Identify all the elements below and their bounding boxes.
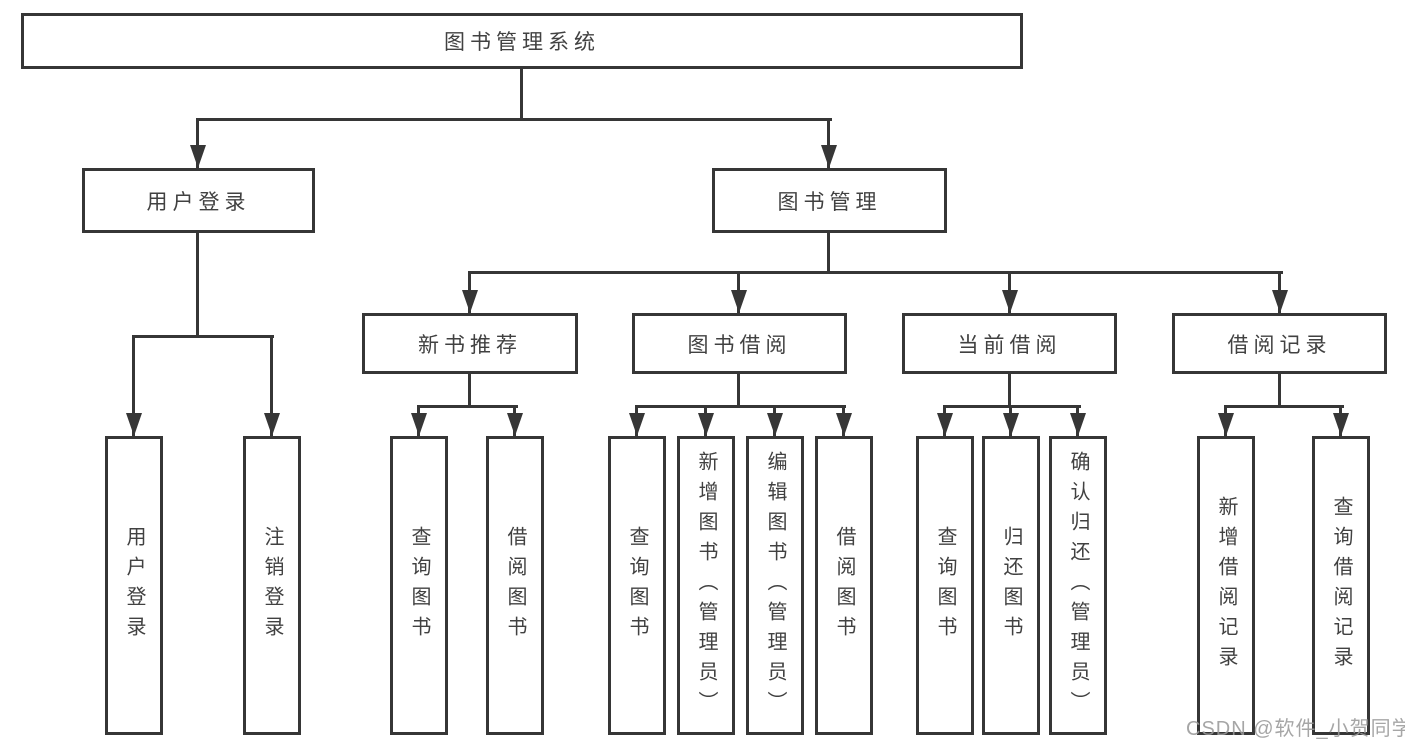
- connector-line: [943, 405, 1081, 408]
- arrow-down-icon: [264, 413, 280, 436]
- arrow-down-icon: [1333, 413, 1349, 436]
- connector-line: [196, 118, 832, 121]
- leaf-add-book-admin: 新增图书（管理员）: [677, 436, 735, 735]
- connector-line: [827, 233, 830, 274]
- arrow-down-icon: [126, 413, 142, 436]
- arrow-down-icon: [731, 290, 747, 313]
- arrow-down-icon: [1003, 413, 1019, 436]
- leaf-confirm-return-admin: 确认归还（管理员）: [1049, 436, 1107, 735]
- leaf-edit-book-admin: 编辑图书（管理员）: [746, 436, 804, 735]
- arrow-down-icon: [1272, 290, 1288, 313]
- connector-line: [1278, 374, 1281, 408]
- connector-line: [196, 118, 199, 168]
- arrow-down-icon: [462, 290, 478, 313]
- arrow-down-icon: [937, 413, 953, 436]
- node-user-login: 用户登录: [82, 168, 315, 233]
- leaf-user-login: 用户登录: [105, 436, 163, 735]
- node-book-borrow: 图书借阅: [632, 313, 847, 374]
- connector-line: [1224, 405, 1344, 408]
- arrow-down-icon: [1002, 290, 1018, 313]
- arrow-down-icon: [1218, 413, 1234, 436]
- leaf-add-borrow-record: 新增借阅记录: [1197, 436, 1255, 735]
- node-borrow-records: 借阅记录: [1172, 313, 1387, 374]
- node-book-mgmt: 图书管理: [712, 168, 947, 233]
- arrow-down-icon: [190, 145, 206, 168]
- node-root: 图书管理系统: [21, 13, 1023, 69]
- connector-line: [737, 374, 740, 408]
- arrow-down-icon: [767, 413, 783, 436]
- leaf-return-books: 归还图书: [982, 436, 1040, 735]
- connector-line: [468, 271, 1283, 274]
- connector-line: [520, 69, 523, 120]
- connector-line: [132, 335, 274, 338]
- leaf-query-borrow-record: 查询借阅记录: [1312, 436, 1370, 735]
- arrow-down-icon: [836, 413, 852, 436]
- connector-line: [827, 118, 830, 168]
- arrow-down-icon: [507, 413, 523, 436]
- connector-line: [196, 233, 199, 338]
- arrow-down-icon: [411, 413, 427, 436]
- node-current-borrow: 当前借阅: [902, 313, 1117, 374]
- leaf-borrow-books-recommend: 借阅图书: [486, 436, 544, 735]
- leaf-logout: 注销登录: [243, 436, 301, 735]
- arrow-down-icon: [698, 413, 714, 436]
- connector-line: [417, 405, 518, 408]
- leaf-borrow-books: 借阅图书: [815, 436, 873, 735]
- watermark: CSDN @软件_小贺同学: [1186, 718, 1405, 740]
- leaf-query-books-current: 查询图书: [916, 436, 974, 735]
- connector-line: [132, 335, 135, 436]
- connector-line: [1008, 374, 1011, 408]
- arrow-down-icon: [821, 145, 837, 168]
- arrow-down-icon: [1070, 413, 1086, 436]
- node-new-book-recommend: 新书推荐: [362, 313, 578, 374]
- arrow-down-icon: [629, 413, 645, 436]
- leaf-query-books-borrow: 查询图书: [608, 436, 666, 735]
- connector-line: [270, 335, 273, 436]
- connector-line: [635, 405, 846, 408]
- connector-line: [468, 374, 471, 408]
- leaf-query-books-recommend: 查询图书: [390, 436, 448, 735]
